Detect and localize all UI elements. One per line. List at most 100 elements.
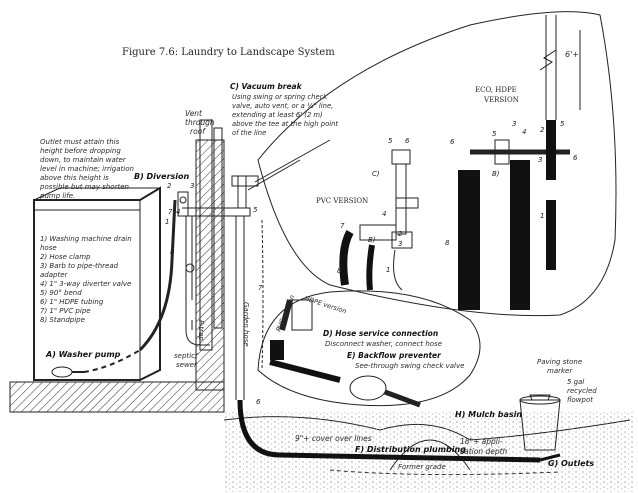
svg-text:3: 3	[538, 156, 542, 164]
svg-text:VERSION: VERSION	[483, 96, 519, 104]
svg-text:C) Vacuum break: C) Vacuum break	[230, 82, 303, 91]
svg-text:8: 8	[170, 248, 175, 256]
flowpot	[519, 394, 561, 451]
svg-text:E) Backflow preventer: E) Backflow preventer	[347, 351, 442, 360]
vent-pipe	[199, 119, 223, 351]
pvc-outlet-pipe	[182, 207, 251, 217]
svg-text:above the tee at the high poin: above the tee at the high point	[232, 120, 338, 128]
svg-text:4: 4	[176, 208, 180, 216]
pvc-version-detail	[339, 149, 419, 291]
svg-text:pump life.: pump life.	[39, 192, 75, 200]
svg-text:6: 6	[450, 138, 455, 146]
svg-text:C): C)	[372, 170, 380, 178]
hose-service-detail	[269, 299, 421, 408]
svg-text:Paving stone: Paving stone	[537, 358, 582, 366]
wall	[195, 139, 225, 391]
former-grade-label: Former grade	[398, 463, 446, 471]
svg-text:B): B)	[492, 170, 500, 178]
garden-hose-label: Garden hose	[242, 302, 250, 347]
paving-stone-label: Paving stone marker	[537, 358, 582, 375]
hose-service-label: D) Hose service connection Disconnect wa…	[323, 329, 442, 348]
svg-text:down, to maintain water: down, to maintain water	[40, 156, 127, 164]
former-grade-line	[329, 469, 561, 476]
svg-text:2: 2	[167, 182, 172, 190]
svg-text:Using swing or spring check: Using swing or spring check	[232, 93, 328, 101]
hose-bubble	[257, 290, 481, 407]
drain-hose	[138, 199, 177, 352]
svg-text:5 gal: 5 gal	[567, 378, 584, 386]
distribution-label: F) Distribution plumbing	[355, 445, 466, 454]
svg-text:2: 2	[540, 126, 545, 134]
parts-legend: 1) Washing machine drain hose 2) Hose cl…	[40, 235, 132, 324]
svg-text:valve, auto vent, or a ½" line: valve, auto vent, or a ½" line,	[232, 102, 333, 110]
svg-text:Outlet must attain this: Outlet must attain this	[40, 138, 120, 146]
svg-text:3: 3	[398, 240, 402, 248]
flowpot-label: 5 gal recycled flowpot	[567, 378, 597, 404]
distribution-pipe	[237, 399, 541, 463]
svg-text:3: 3	[512, 120, 516, 128]
svg-text:8: 8	[337, 267, 342, 275]
svg-text:extending at least 6' (2 m): extending at least 6' (2 m)	[232, 111, 323, 119]
cover-lines-label: 9"+ cover over lines	[295, 434, 372, 443]
svg-text:1: 1	[540, 212, 544, 220]
eco-hdpe-label: ECO, HDPE VERSION	[475, 86, 519, 104]
svg-text:6: 6	[573, 154, 578, 162]
downpipe-outside	[235, 216, 245, 400]
svg-text:4: 4	[522, 128, 526, 136]
svg-text:6) 1" HDPE tubing: 6) 1" HDPE tubing	[40, 298, 104, 306]
hdpe-version-detail	[458, 15, 581, 310]
svg-text:roof: roof	[190, 127, 206, 136]
svg-text:Vent: Vent	[185, 109, 203, 118]
svg-text:marker: marker	[547, 367, 573, 375]
outlet-height-note: Outlet must attain this height before dr…	[39, 138, 134, 200]
svg-text:7) 1" PVC pipe: 7) 1" PVC pipe	[40, 307, 91, 315]
svg-text:7: 7	[258, 284, 263, 292]
outlets-label: G) Outlets	[548, 459, 594, 468]
application-depth-label: 18"+ appli- cation depth	[460, 437, 508, 456]
svg-text:18"+ appli-: 18"+ appli-	[460, 437, 503, 446]
svg-text:sewer: sewer	[176, 361, 198, 369]
svg-text:4) 1" 3-way diverter valve: 4) 1" 3-way diverter valve	[40, 280, 131, 288]
vacuum-break-pipe	[231, 175, 259, 208]
vacuum-break-label: C) Vacuum break Using swing or spring ch…	[230, 82, 338, 137]
svg-text:B): B)	[368, 236, 376, 244]
svg-text:above this height is: above this height is	[40, 174, 109, 182]
backflow-preventer-label: E) Backflow preventer See-through swing …	[347, 351, 464, 370]
height-6ft-label: 6'+	[565, 50, 579, 59]
svg-text:adapter: adapter	[40, 271, 69, 279]
svg-text:hose: hose	[40, 244, 57, 252]
svg-text:2) Hose clamp: 2) Hose clamp	[40, 253, 91, 261]
svg-text:4: 4	[382, 210, 386, 218]
svg-text:septic/: septic/	[174, 352, 198, 360]
svg-text:D) Hose service connection: D) Hose service connection	[323, 329, 438, 338]
svg-text:cation depth: cation depth	[460, 447, 508, 456]
svg-text:5) 90° bend: 5) 90° bend	[40, 289, 82, 297]
floor-slab	[9, 381, 225, 413]
svg-text:5: 5	[492, 130, 497, 138]
standpipe	[185, 216, 210, 346]
diverter-valve	[177, 191, 189, 217]
ground-fill	[224, 412, 634, 492]
svg-text:3: 3	[190, 182, 194, 190]
svg-text:possible but may shorten: possible but may shorten	[39, 183, 129, 191]
svg-text:7: 7	[168, 208, 173, 216]
svg-text:7: 7	[340, 222, 345, 230]
svg-text:height before dropping: height before dropping	[40, 147, 121, 155]
svg-text:1: 1	[386, 266, 390, 274]
figure-title: Figure 7.6: Laundry to Landscape System	[122, 47, 335, 58]
svg-text:See-through swing check valve: See-through swing check valve	[355, 362, 464, 370]
part-number-callouts: 2 3 4 1 7 5 8 7 6 5 6 C) 4 7 B) 2 3 8 1 …	[165, 120, 578, 406]
detail-bubble	[257, 11, 617, 317]
svg-text:5: 5	[388, 137, 393, 145]
svg-text:recycled: recycled	[567, 387, 597, 395]
svg-text:1: 1	[165, 218, 169, 226]
svg-text:8: 8	[445, 239, 450, 247]
washer-pump-label: A) Washer pump	[45, 350, 121, 359]
svg-text:3) Barb to pipe-thread: 3) Barb to pipe-thread	[40, 262, 119, 270]
hdpe-version-small-label: HDPE version	[303, 294, 347, 315]
septic-sewer-label: septic/ sewer	[174, 352, 198, 369]
mulch-basin-label: H) Mulch basin	[455, 410, 522, 419]
garden-hose-line	[261, 219, 264, 371]
svg-text:5: 5	[253, 206, 258, 214]
